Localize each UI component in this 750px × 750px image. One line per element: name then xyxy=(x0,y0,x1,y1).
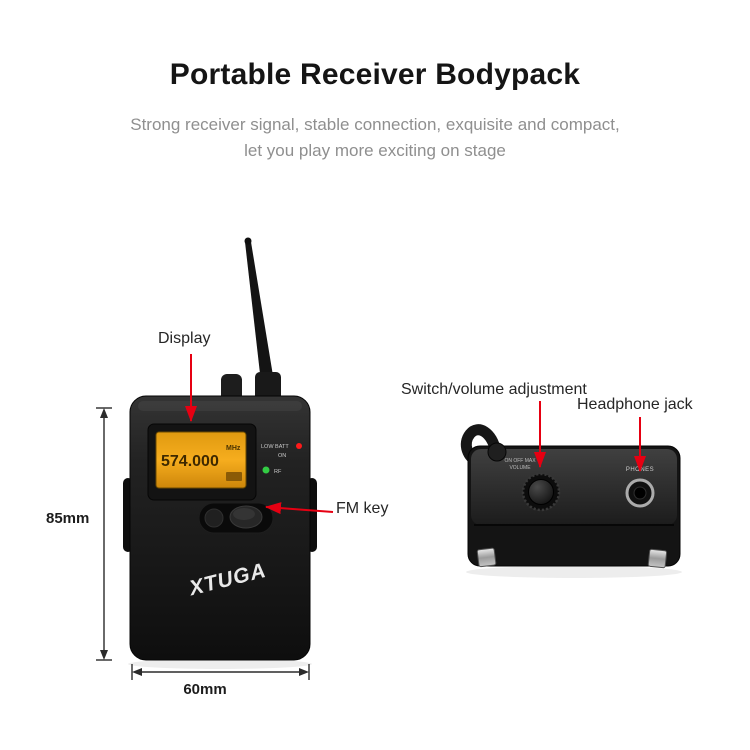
width-dimension-label: 60mm xyxy=(183,681,227,698)
antenna-joint xyxy=(487,442,507,462)
height-arrow-bottom xyxy=(100,650,108,660)
height-dimension-label: 85mm xyxy=(46,510,90,527)
fm-button-highlight xyxy=(233,508,255,520)
top-device-shadow xyxy=(466,566,682,578)
subtitle-line-1: Strong receiver signal, stable connectio… xyxy=(130,115,620,134)
lcd-screen xyxy=(155,431,247,489)
fm-key-callout-arrow xyxy=(265,502,334,515)
on-label: ON xyxy=(278,453,286,459)
rf-led xyxy=(262,466,270,474)
antenna xyxy=(245,242,277,400)
top-output-knob xyxy=(221,374,242,402)
mount-clip-left xyxy=(476,547,497,568)
volume-knob xyxy=(528,479,554,505)
front-device: 574.000 MHz LOW BATT ON RF XTUGA xyxy=(123,237,317,669)
width-arrow-right xyxy=(299,668,309,676)
display-callout-label: Display xyxy=(158,330,211,347)
antenna-tip xyxy=(244,237,252,245)
height-arrow-top xyxy=(100,408,108,418)
rf-label: RF xyxy=(274,469,282,475)
dimension-annotations xyxy=(96,407,310,680)
callout-arrows xyxy=(185,354,646,515)
subtitle-line-2: let you play more exciting on stage xyxy=(244,141,506,160)
top-device: ON OFF MAX VOLUME PHONES xyxy=(460,424,682,578)
volume-label: VOLUME xyxy=(509,465,531,471)
page-subtitle: Strong receiver signal, stable connectio… xyxy=(0,112,750,164)
volume-scale-label: ON OFF MAX xyxy=(504,458,536,464)
lcd-status-segment xyxy=(226,472,242,481)
lcd-frequency: 574.000 xyxy=(161,453,219,470)
low-batt-led xyxy=(296,443,302,449)
low-batt-label: LOW BATT xyxy=(261,444,289,450)
switch-volume-callout-label: Switch/volume adjustment xyxy=(401,381,587,398)
mount-clip-right xyxy=(647,548,668,569)
page-title: Portable Receiver Bodypack xyxy=(169,58,581,91)
antenna-base xyxy=(255,372,281,402)
top-face xyxy=(471,449,677,525)
width-arrow-left xyxy=(132,668,142,676)
front-device-shadow xyxy=(128,659,312,669)
headphone-jack-hole xyxy=(633,486,647,500)
secondary-button xyxy=(204,508,224,528)
headphone-jack-callout-label: Headphone jack xyxy=(577,396,693,413)
front-body-highlight xyxy=(138,401,302,411)
fm-key-callout-label: FM key xyxy=(336,500,389,517)
lcd-unit: MHz xyxy=(226,445,241,452)
